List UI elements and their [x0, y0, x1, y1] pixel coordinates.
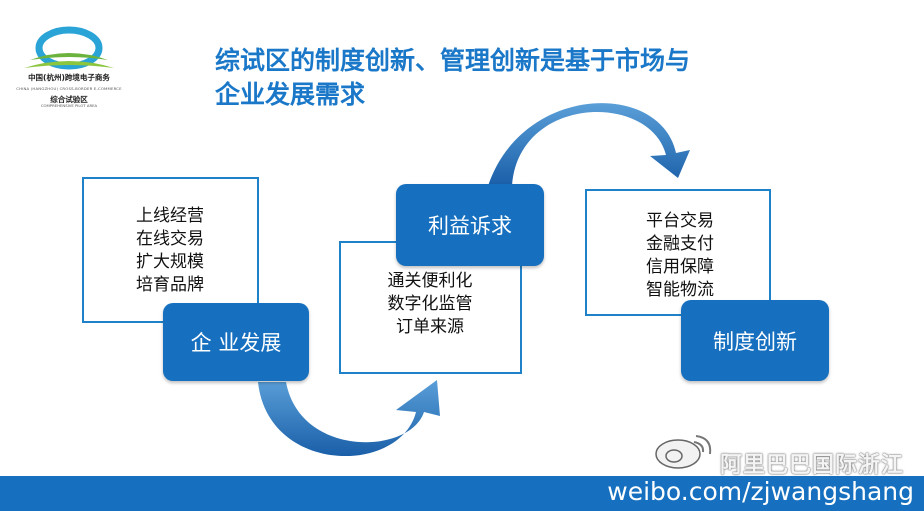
list-item: 订单来源: [396, 317, 464, 337]
list-item: 上线经营: [136, 206, 204, 226]
group3-label: 制度创新: [681, 300, 829, 381]
list-item: 培育品牌: [136, 275, 204, 295]
group1-label: 企 业发展: [163, 303, 309, 381]
footer-url: weibo.com/zjwangshang: [607, 477, 914, 506]
logo-text-en-2: COMPREHENSIVE PILOT AREA: [40, 103, 98, 108]
group3-box: [585, 189, 771, 316]
group1-list: 上线经营 在线交易 扩大规模 培育品牌: [100, 205, 240, 297]
list-item: 信用保障: [646, 257, 714, 277]
logo-text-en: CHINA (HANGZHOU) CROSS-BORDER E-COMMERCE: [16, 86, 122, 91]
list-item: 通关便利化: [387, 271, 473, 291]
group1-box: [82, 177, 259, 323]
list-item: 平台交易: [646, 211, 714, 231]
logo-icon: [24, 26, 114, 70]
list-item: 金融支付: [646, 234, 714, 254]
list-item: 扩大规模: [136, 252, 204, 272]
title-line-1: 综试区的制度创新、管理创新是基于市场与: [215, 46, 691, 75]
group3-list: 平台交易 金融支付 信用保障 智能物流: [610, 210, 750, 302]
list-item: 在线交易: [136, 229, 204, 249]
list-item: 智能物流: [646, 280, 714, 300]
footer-bar: [0, 476, 924, 511]
title-line-2: 企业发展需求: [215, 80, 366, 109]
weibo-icon: [655, 435, 712, 469]
arrow-bottom-icon: [258, 380, 440, 457]
page-title: 综试区的制度创新、管理创新是基于市场与 企业发展需求: [215, 44, 815, 112]
watermark-handle: 阿里巴巴国际浙江: [720, 453, 905, 478]
group2-label: 利益诉求: [396, 184, 544, 266]
logo-text-cn: 中国(杭州)跨境电子商务: [28, 73, 110, 82]
arrow-top-icon: [488, 103, 690, 186]
group2-list: 通关便利化 数字化监管 订单来源: [350, 270, 510, 339]
list-item: 数字化监管: [387, 294, 473, 314]
logo-text-cn-2: 综合试验区: [50, 95, 88, 104]
